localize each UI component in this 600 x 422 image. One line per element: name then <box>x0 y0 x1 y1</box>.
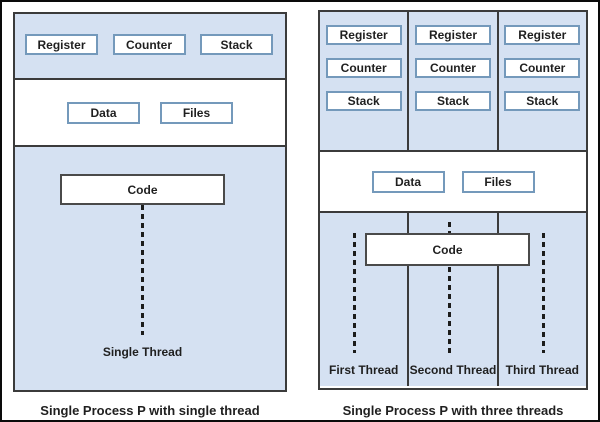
multi-thread-process-box: Register Counter Stack Register Counter … <box>318 10 588 390</box>
per-thread-registers-section: Register Counter Stack Register Counter … <box>320 12 586 152</box>
files-box: Files <box>160 101 233 124</box>
code-box: Code <box>60 174 225 205</box>
shared-resources-section: Data Files <box>320 152 586 213</box>
code-section: Code Single Thread <box>15 147 285 390</box>
counter-box: Counter <box>112 34 186 55</box>
shared-code-section: First Thread Second Thread Third Thread … <box>320 213 586 386</box>
resources-section: Data Files <box>15 80 285 147</box>
second-thread-label: Second Thread <box>409 363 497 377</box>
single-thread-dashed-line <box>141 205 144 335</box>
third-thread-label: Third Thread <box>505 363 579 377</box>
files-box: Files <box>461 170 535 193</box>
single-thread-label: Single Thread <box>102 345 183 359</box>
thread-column-3: Third Thread <box>496 213 586 386</box>
stack-box: Stack <box>200 34 273 55</box>
thread-column-1: First Thread <box>320 213 407 386</box>
code-box: Code <box>365 233 530 266</box>
stack-box: Stack <box>504 91 581 111</box>
thread-column-3-registers: Register Counter Stack <box>496 12 586 150</box>
register-box: Register <box>504 25 581 45</box>
first-thread-dashed-line <box>353 233 356 353</box>
register-box: Register <box>25 34 98 55</box>
register-box: Register <box>414 25 491 45</box>
single-thread-process-box: Register Counter Stack Data Files Code S… <box>13 12 287 392</box>
thread-column-1-registers: Register Counter Stack <box>320 12 407 150</box>
counter-box: Counter <box>504 58 581 78</box>
second-thread-dashed-line <box>448 222 451 353</box>
data-box: Data <box>67 101 140 124</box>
counter-box: Counter <box>414 58 491 78</box>
right-diagram-caption: Single Process P with three threads <box>342 403 564 418</box>
thread-column-2-registers: Register Counter Stack <box>407 12 496 150</box>
counter-box: Counter <box>325 58 402 78</box>
stack-box: Stack <box>325 91 402 111</box>
stack-box: Stack <box>414 91 491 111</box>
first-thread-label: First Thread <box>328 363 399 377</box>
left-diagram-caption: Single Process P with single thread <box>40 403 260 418</box>
thread-column-2: Second Thread <box>407 213 496 386</box>
third-thread-dashed-line <box>542 233 545 353</box>
register-box: Register <box>325 25 402 45</box>
registers-section: Register Counter Stack <box>15 14 285 80</box>
data-box: Data <box>371 170 445 193</box>
